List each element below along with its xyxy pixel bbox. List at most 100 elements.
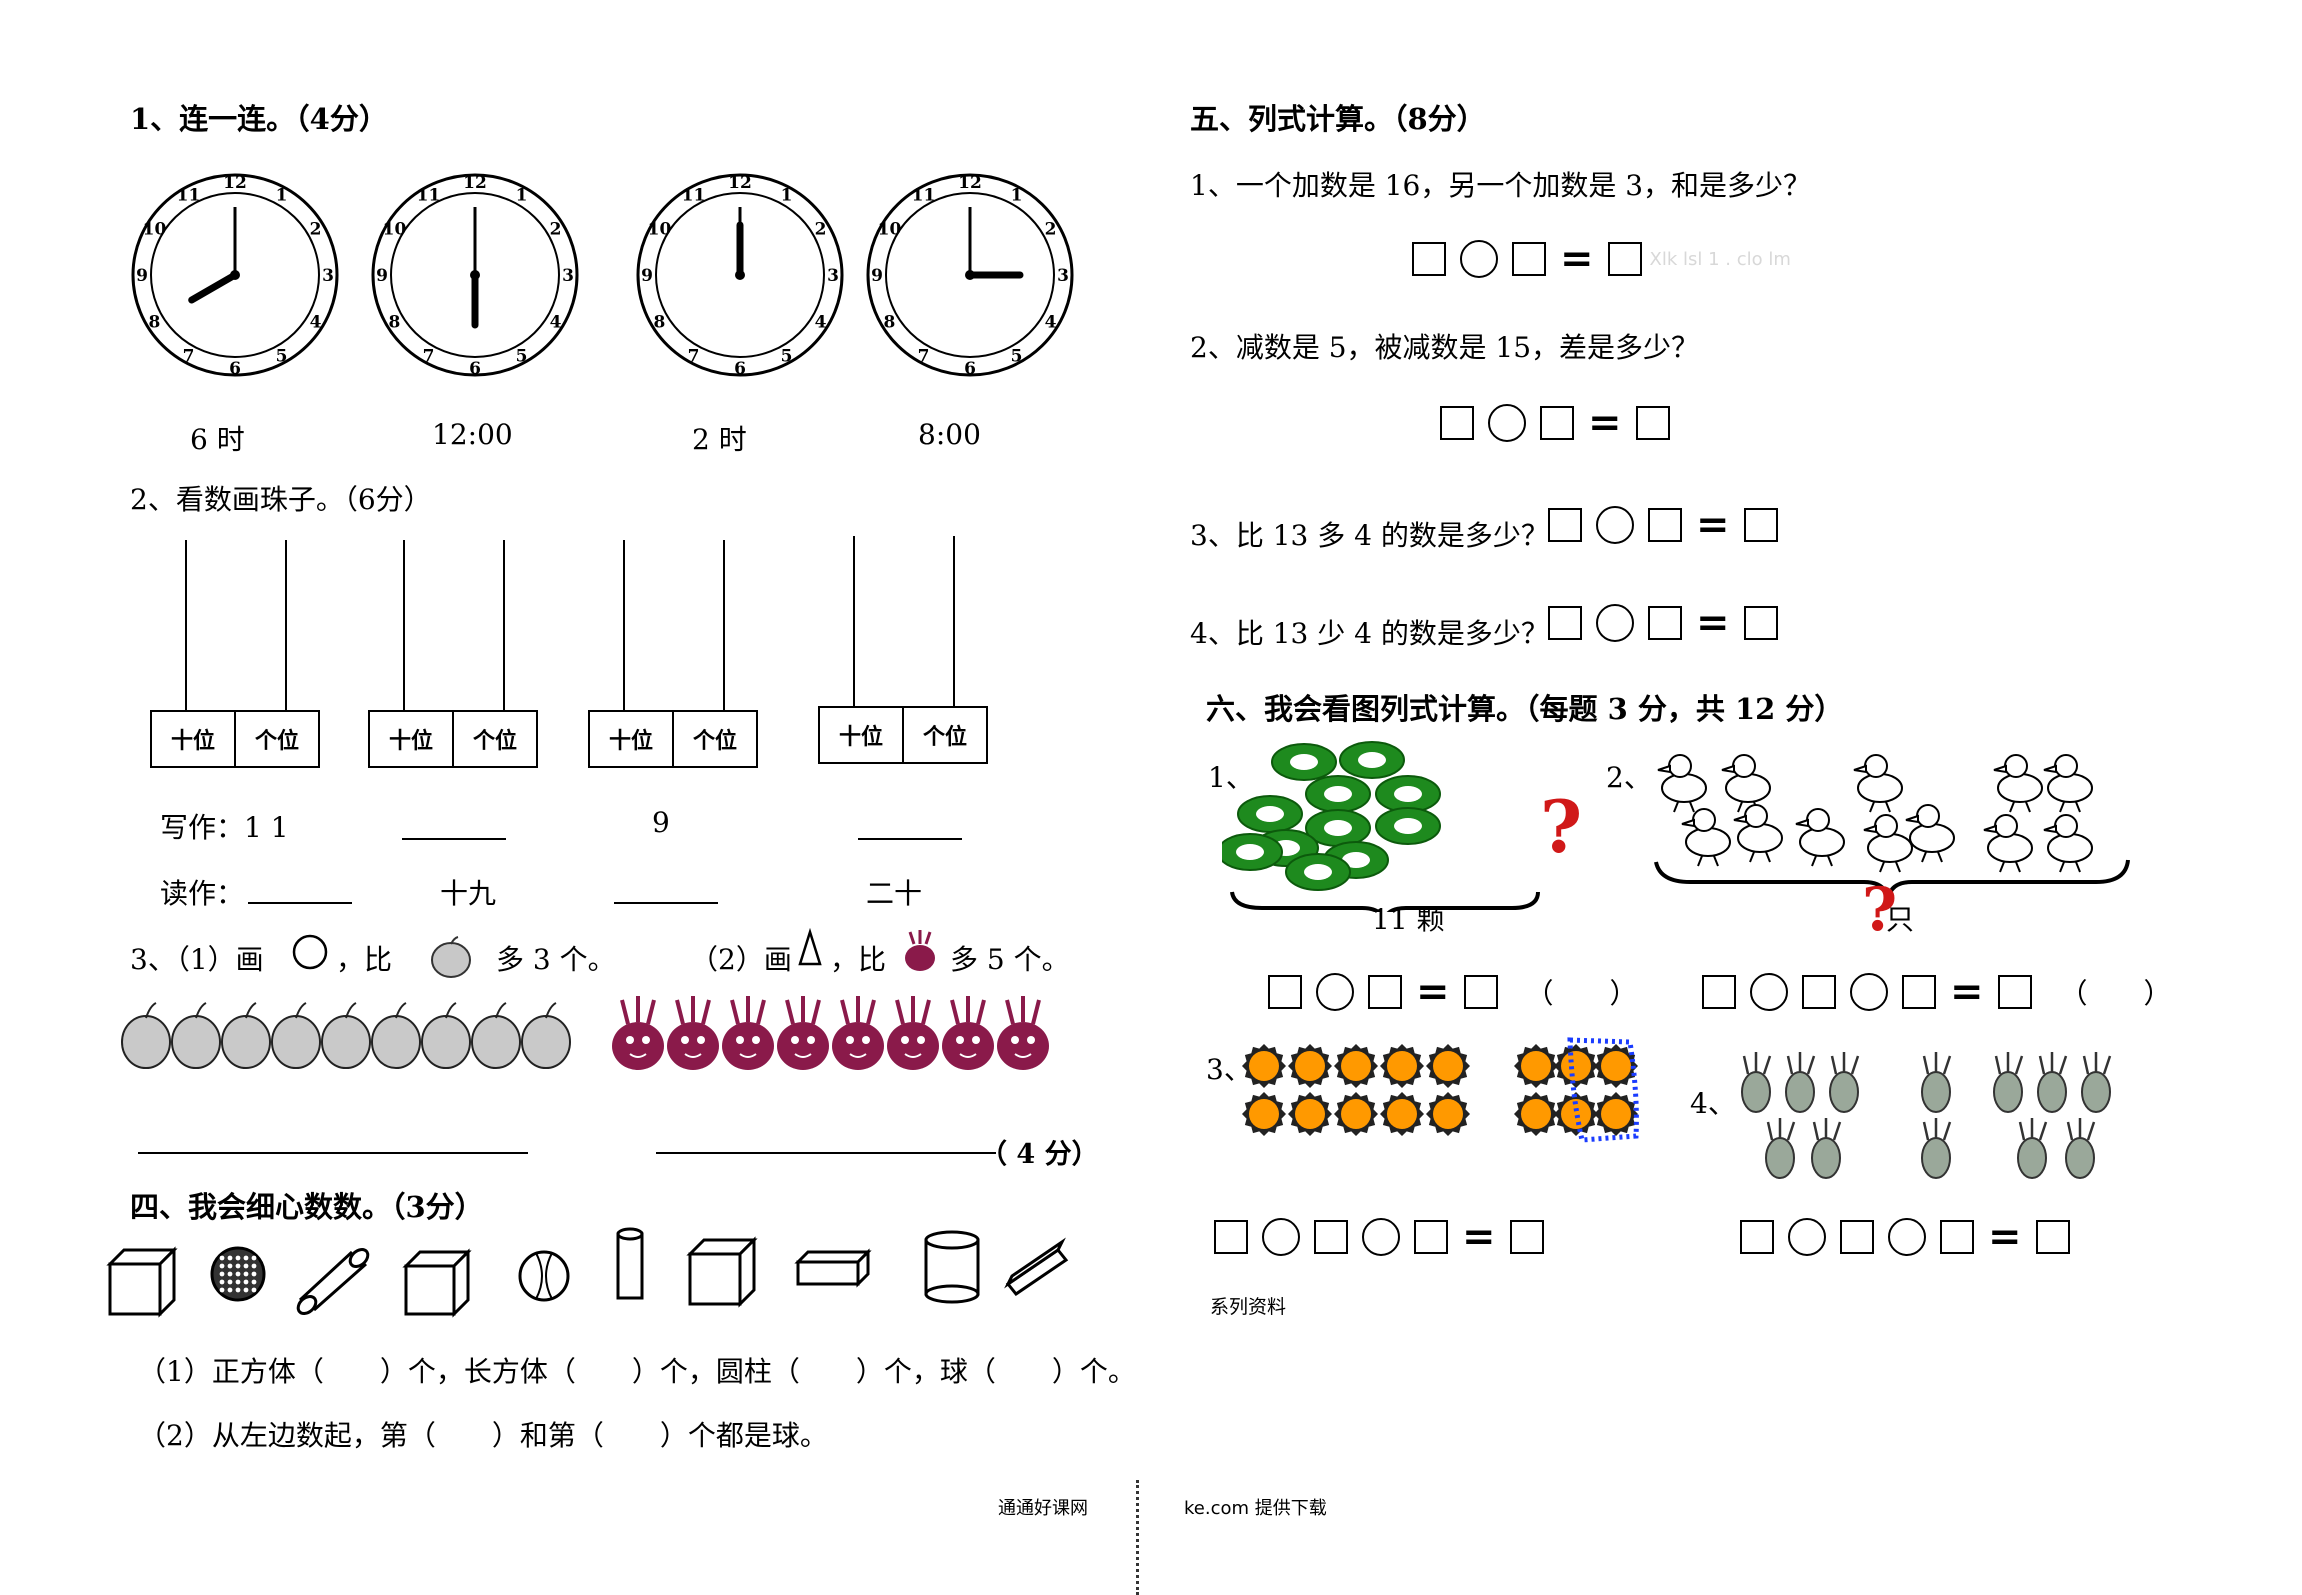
duck-legs bbox=[1673, 801, 1695, 813]
operator-circle[interactable] bbox=[1460, 240, 1498, 278]
cylinder-bottom bbox=[924, 1284, 980, 1304]
orange-fill bbox=[1249, 1099, 1279, 1129]
duck-head bbox=[2004, 754, 2028, 778]
answer-box[interactable] bbox=[1997, 975, 2032, 1009]
ball-dot bbox=[219, 1279, 225, 1285]
answer-box[interactable] bbox=[2035, 1220, 2070, 1254]
clock-inner-rim bbox=[150, 192, 320, 358]
duck-head bbox=[2054, 754, 2078, 778]
duck-icon bbox=[1657, 754, 1707, 813]
unit-paren[interactable]: （ ） bbox=[2059, 977, 2172, 1010]
unit-paren[interactable]: （ ） bbox=[1525, 977, 1638, 1010]
orange-icon bbox=[1594, 1044, 1638, 1088]
clock-number: 4 bbox=[815, 313, 827, 333]
answer-box[interactable] bbox=[1509, 1220, 1544, 1254]
orange-fill bbox=[1295, 1051, 1325, 1081]
clock-center bbox=[230, 270, 240, 280]
answer-box[interactable] bbox=[1540, 406, 1574, 440]
duck-legs bbox=[2059, 801, 2081, 813]
radish-eye bbox=[972, 1036, 980, 1044]
cuboid-icon bbox=[794, 1248, 872, 1288]
operator-circle[interactable] bbox=[1750, 973, 1788, 1011]
answer-box[interactable] bbox=[1743, 508, 1778, 542]
operator-circle[interactable] bbox=[1888, 1218, 1926, 1256]
clock-number: 7 bbox=[688, 347, 700, 367]
answer-box[interactable] bbox=[1902, 975, 1936, 1009]
answer-box[interactable] bbox=[1368, 975, 1402, 1009]
ball-dot bbox=[227, 1279, 233, 1285]
pineapple-body bbox=[2081, 1071, 2111, 1113]
operator-circle[interactable] bbox=[1262, 1218, 1300, 1256]
answer-line-2[interactable] bbox=[656, 1152, 996, 1154]
clock-label-2: 12:00 bbox=[432, 418, 513, 451]
answer-box[interactable] bbox=[1802, 975, 1836, 1009]
clock-inner-rim bbox=[885, 192, 1055, 358]
answer-box[interactable] bbox=[1268, 975, 1302, 1009]
solid-shapes-row bbox=[106, 1227, 1069, 1318]
answer-box[interactable] bbox=[1412, 242, 1446, 276]
operator-circle[interactable] bbox=[1850, 973, 1888, 1011]
radish-body bbox=[722, 1022, 774, 1070]
cube-side bbox=[452, 1248, 470, 1318]
orange-picture bbox=[1242, 1037, 1639, 1143]
radish-body bbox=[667, 1022, 719, 1070]
write-blank-4[interactable] bbox=[858, 838, 962, 840]
operator-circle[interactable] bbox=[1316, 973, 1354, 1011]
orange-fill bbox=[1249, 1051, 1279, 1081]
radish-eye bbox=[736, 1036, 744, 1044]
operator-circle[interactable] bbox=[1788, 1218, 1826, 1256]
answer-box[interactable] bbox=[1440, 406, 1474, 440]
answer-box[interactable] bbox=[1414, 1220, 1448, 1254]
answer-box[interactable] bbox=[1840, 1220, 1874, 1254]
duck-beak bbox=[1983, 824, 1997, 834]
write-blank-2[interactable] bbox=[402, 838, 506, 840]
answer-box[interactable] bbox=[1648, 606, 1682, 640]
radish-mouth bbox=[739, 1053, 757, 1058]
answer-box[interactable] bbox=[1648, 508, 1682, 542]
answer-line-1[interactable] bbox=[138, 1152, 528, 1154]
answer-box[interactable] bbox=[1940, 1220, 1974, 1254]
operator-circle[interactable] bbox=[1488, 404, 1526, 442]
q5-title: 五、列式计算。（8分） bbox=[1190, 102, 1486, 136]
pineapple-icon bbox=[1811, 1118, 1842, 1179]
answer-box[interactable] bbox=[1214, 1220, 1248, 1254]
read-blank-3[interactable] bbox=[614, 902, 718, 904]
pineapple-leaves bbox=[1922, 1052, 1952, 1075]
answer-box[interactable] bbox=[1702, 975, 1736, 1009]
equation-q5-2: = bbox=[1440, 403, 1670, 443]
operator-circle[interactable] bbox=[1362, 1218, 1400, 1256]
answer-box[interactable] bbox=[1548, 606, 1582, 640]
q6-label-2: 只 bbox=[1886, 903, 1915, 936]
answer-box[interactable] bbox=[1607, 242, 1642, 276]
apple-icon bbox=[471, 1002, 521, 1069]
clock-label-1: 6 时 bbox=[190, 423, 245, 456]
q5-p3: 3、比 13 多 4 的数是多少？ bbox=[1190, 519, 1549, 552]
cabbage-icon bbox=[1271, 743, 1337, 781]
answer-box[interactable] bbox=[1512, 242, 1546, 276]
answer-box[interactable] bbox=[1463, 975, 1498, 1009]
radish-eye bbox=[642, 1036, 650, 1044]
answer-box[interactable] bbox=[1743, 606, 1778, 640]
duck-head bbox=[1732, 754, 1756, 778]
operator-circle[interactable] bbox=[1596, 604, 1634, 642]
clock-number: 8 bbox=[389, 313, 401, 333]
answer-box[interactable] bbox=[1740, 1220, 1774, 1254]
read-label: 读作： bbox=[160, 877, 245, 910]
cabbage-picture: ? bbox=[1222, 741, 1582, 912]
answer-box[interactable] bbox=[1548, 508, 1582, 542]
operator-circle[interactable] bbox=[1596, 506, 1634, 544]
clock-number: 9 bbox=[641, 266, 653, 286]
apple-stem bbox=[445, 1002, 457, 1019]
clock-row: 1212345678910111212345678910111212345678… bbox=[131, 173, 1074, 379]
radish-eye bbox=[1027, 1036, 1035, 1044]
answer-box[interactable] bbox=[1314, 1220, 1348, 1254]
pineapple-icon bbox=[1741, 1052, 1772, 1113]
duck-head bbox=[2054, 814, 2078, 838]
answer-box[interactable] bbox=[1635, 406, 1670, 440]
read-blank-1[interactable] bbox=[248, 902, 352, 904]
clock-number: 8 bbox=[149, 313, 161, 333]
orange-fill bbox=[1601, 1051, 1631, 1081]
abacus-2: 十位个位 bbox=[368, 540, 538, 768]
orange-fill bbox=[1387, 1051, 1417, 1081]
apple-icon bbox=[421, 1002, 471, 1069]
